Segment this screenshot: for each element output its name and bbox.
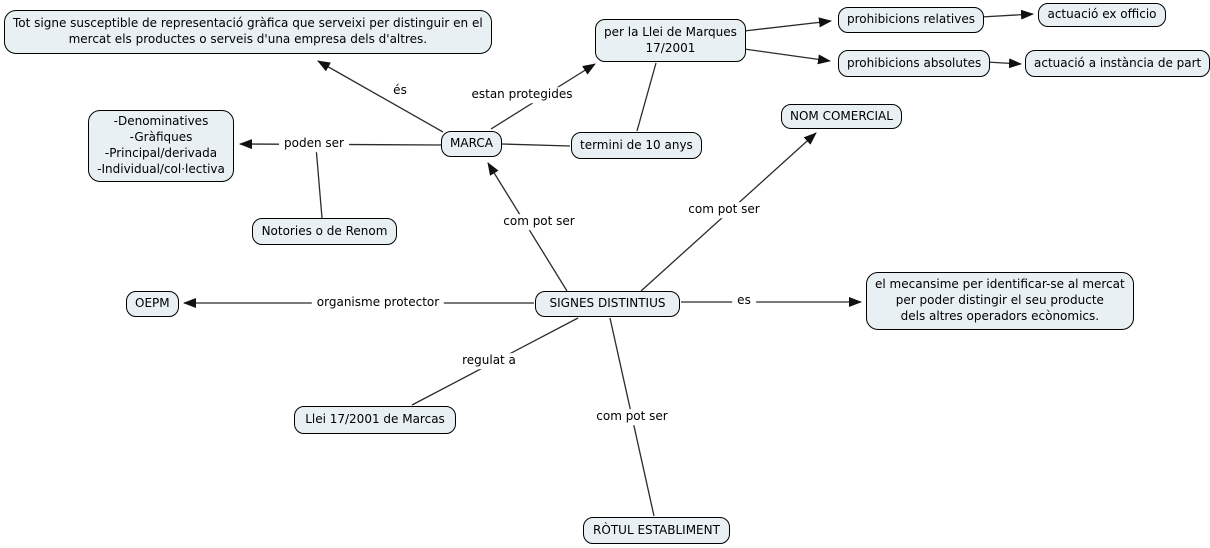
edge-label-estan-protegides[interactable]: estan protegides [466, 87, 578, 103]
node-prohibicions-absolutes[interactable]: prohibicions absolutes [838, 50, 991, 77]
edge-relatives-ex-officio [980, 9, 1034, 20]
edge-label-poden-ser[interactable]: poden ser [279, 136, 349, 152]
node-tipus-de-marca[interactable]: -Denominatives -Gràfiques -Principal/der… [88, 110, 234, 182]
edge-marca-termini [501, 143, 571, 147]
node-prohibicions-relatives[interactable]: prohibicions relatives [838, 7, 984, 33]
node-tot-signe-definition[interactable]: Tot signe susceptible de representació g… [4, 10, 492, 54]
node-signes-distintius[interactable]: SIGNES DISTINTIUS [535, 291, 680, 317]
node-actuacio-ex-officio[interactable]: actuació ex officio [1038, 3, 1166, 27]
edge-label-es[interactable]: es [732, 293, 756, 309]
node-per-la-llei-de-marques[interactable]: per la Llei de Marques 17/2001 [595, 19, 746, 62]
edge-absolutes-instancia [985, 58, 1022, 69]
edge-llei-prohibicions-absolutes [743, 48, 831, 65]
edge-label-es-definition[interactable]: és [388, 83, 412, 99]
node-termini-de-10-anys[interactable]: termini de 10 anys [571, 132, 702, 159]
edge-label-com-pot-ser-rotul[interactable]: com pot ser [591, 409, 673, 425]
node-notories-o-de-renom[interactable]: Notories o de Renom [252, 218, 397, 245]
node-oepm[interactable]: OEPM [126, 291, 179, 317]
node-llei-17-2001-de-marcas[interactable]: Llei 17/2001 de Marcas [294, 406, 456, 434]
edge-marca-tot-signe [317, 60, 444, 133]
node-rotul-establiment[interactable]: RÒTUL ESTABLIMENT [583, 517, 730, 544]
node-nom-comercial[interactable]: NOM COMERCIAL [781, 104, 902, 129]
edge-label-com-pot-ser-marca[interactable]: com pot ser [498, 214, 580, 230]
edge-per-la-llei-termini [636, 62, 657, 132]
node-mecansime-definition[interactable]: el mecansime per identificar-se al merca… [866, 272, 1134, 330]
edge-label-organisme-protector[interactable]: organisme protector [311, 295, 445, 311]
edge-notories-poden-ser [315, 146, 323, 219]
edge-llei-prohibicions-relatives [743, 17, 832, 32]
edge-label-com-pot-ser-nom-comercial[interactable]: com pot ser [683, 202, 765, 218]
node-actuacio-a-instancia-de-part[interactable]: actuació a instància de part [1025, 50, 1210, 77]
edge-label-regulat-a[interactable]: regulat a [457, 353, 521, 369]
node-marca[interactable]: MARCA [441, 131, 502, 157]
